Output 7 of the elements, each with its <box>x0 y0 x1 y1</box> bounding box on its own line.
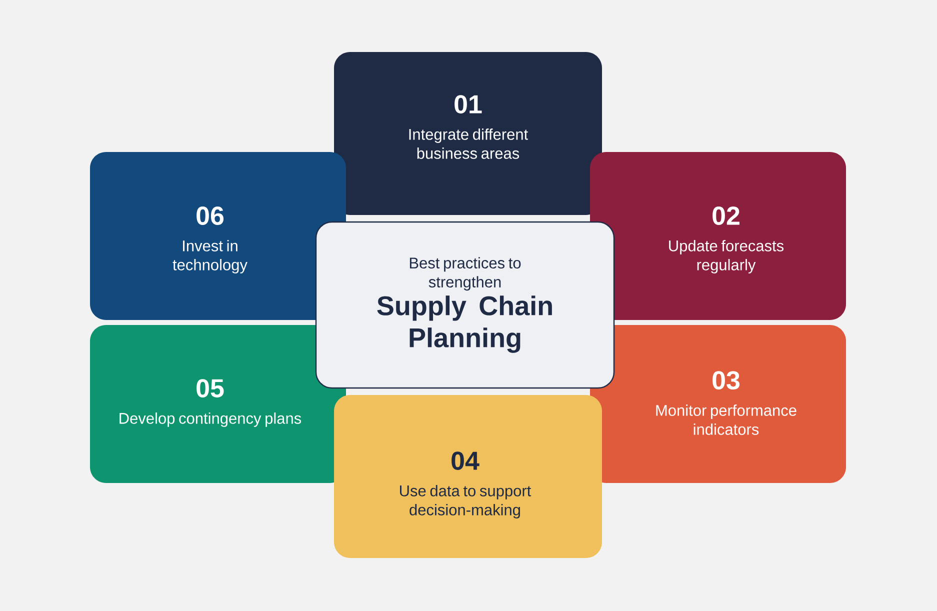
step-card: 03 Monitor performance indicators <box>590 325 846 483</box>
step-card: 06 Invest in technology <box>90 152 346 320</box>
step-card: 05 Develop contingency plans <box>90 325 346 483</box>
step-card: 01 Integrate different business areas <box>334 52 602 215</box>
title-card: Best practices to strengthen Supply Chain Planning <box>315 221 615 389</box>
step-card: 02 Update forecasts regularly <box>590 152 846 320</box>
step-card: 04 Use data to support decision-making <box>334 395 602 558</box>
